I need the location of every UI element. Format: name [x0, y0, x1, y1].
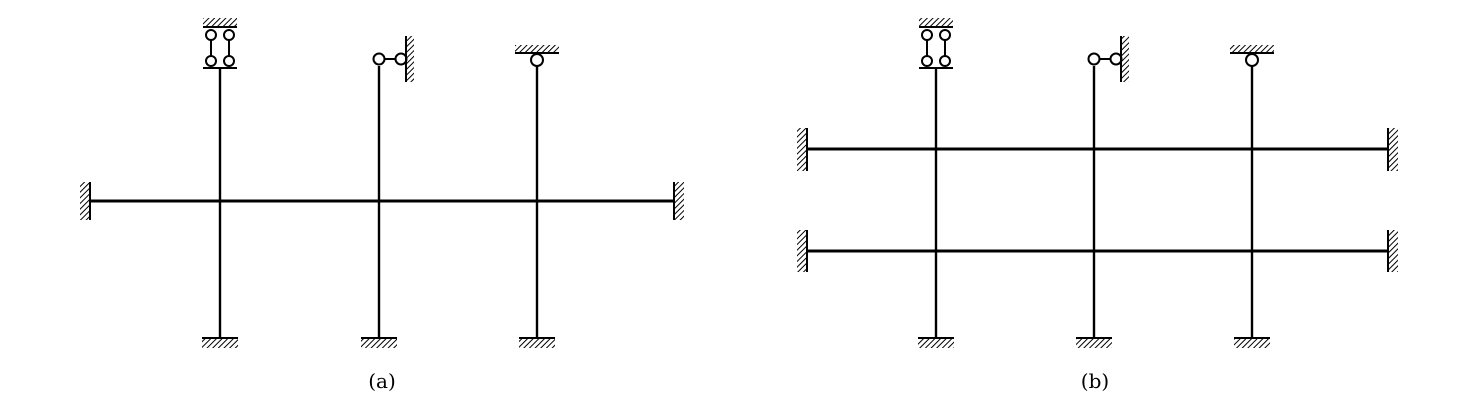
lower-beam-right-fixed-support-b: [1387, 230, 1398, 272]
pin-support-3-b: [1230, 45, 1274, 67]
horizontal-pin-link-support-2-a: [372, 36, 414, 82]
pin-support-3-a: [515, 45, 559, 67]
column-1-fixed-base-a: [202, 337, 238, 348]
beam-right-fixed-support-a: [673, 182, 684, 220]
caption-a: (a): [368, 369, 396, 393]
column-2-fixed-base-a: [361, 337, 397, 348]
horizontal-pin-link-support-2-b: [1087, 36, 1129, 82]
lower-beam-left-fixed-support-b: [797, 230, 808, 272]
figure-a: (a): [80, 18, 684, 393]
caption-b: (b): [1081, 369, 1109, 393]
figure-b: (b): [797, 18, 1398, 393]
roller-double-link-support-1-a: [203, 18, 237, 69]
column-1-fixed-base-b: [918, 337, 954, 348]
upper-beam-left-fixed-support-b: [797, 128, 808, 171]
upper-beam-right-fixed-support-b: [1387, 128, 1398, 171]
beam-left-fixed-support-a: [80, 182, 91, 220]
column-3-fixed-base-a: [519, 337, 555, 348]
roller-double-link-support-1-b: [919, 18, 953, 69]
column-2-fixed-base-b: [1076, 337, 1112, 348]
column-3-fixed-base-b: [1234, 337, 1270, 348]
